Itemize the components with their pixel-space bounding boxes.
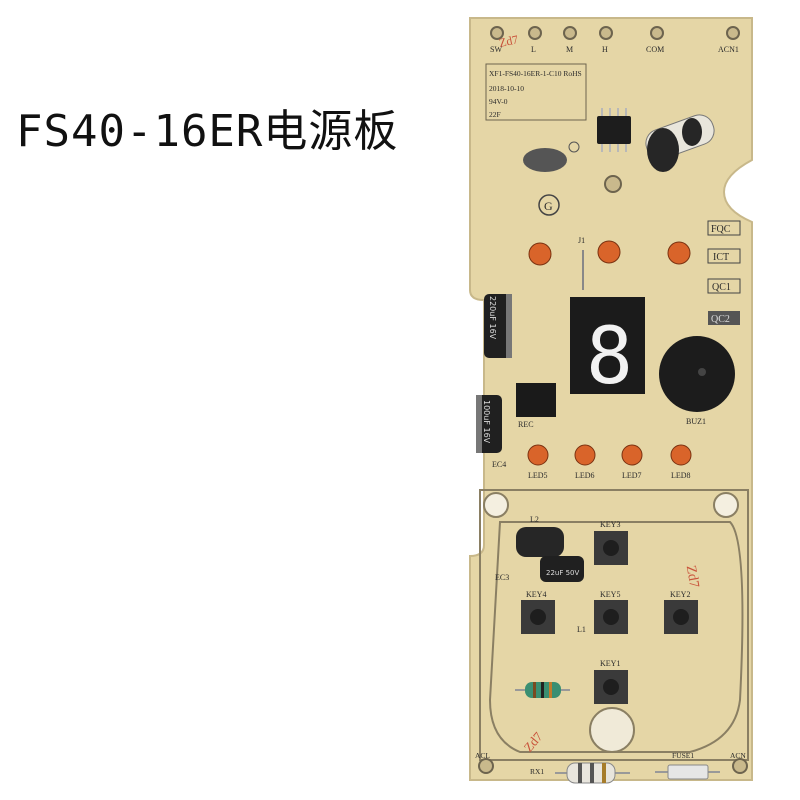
page-title: FS40-16ER电源板	[16, 106, 399, 157]
cap-100-label: 100uF 16V	[482, 400, 491, 444]
pin-label-sw: SW	[490, 45, 502, 54]
ec3-label: EC3	[495, 573, 509, 582]
label-qc2: QC2	[711, 314, 730, 325]
bottom-leds	[527, 444, 692, 466]
top-connector-pads	[490, 26, 740, 40]
pin-label-h: H	[602, 45, 608, 54]
pad-acl	[478, 758, 494, 774]
cap-22-label: 22uF 50V	[546, 569, 580, 577]
pad-acn	[732, 758, 748, 774]
acn-label: ACN	[730, 751, 746, 760]
part-number: XF1-FS40-16ER-1-C10 RoHS	[489, 69, 582, 78]
resistor-white	[555, 762, 630, 784]
led7-label: LED7	[622, 471, 642, 480]
brand-logo	[523, 148, 567, 172]
registered-mark	[568, 141, 580, 153]
pin-label-acn1: ACN1	[718, 45, 739, 54]
mount-hole-center	[589, 707, 635, 753]
jumper-label: J1	[578, 236, 585, 245]
display-digit: 8	[586, 312, 633, 402]
key3-label: KEY3	[600, 520, 620, 529]
label-ict: ICT	[713, 252, 729, 263]
ec4-label: EC4	[492, 460, 506, 469]
pin-label-l: L	[531, 45, 536, 54]
rx1-label: RX1	[530, 767, 544, 776]
inspection-stamp-right: Zd7	[683, 564, 702, 589]
board-rating: 94V-0	[489, 97, 508, 106]
board-code: 22F	[489, 110, 501, 119]
receiver-label: REC	[518, 420, 534, 429]
led6-label: LED6	[575, 471, 595, 480]
label-fqc: FQC	[711, 224, 731, 235]
fuse	[655, 764, 720, 780]
ir-receiver	[516, 383, 556, 417]
fuse-label: FUSE1	[672, 751, 694, 760]
inspection-stamp-top: Zd7	[498, 32, 520, 50]
top-leds	[528, 240, 691, 266]
mount-hole-right	[713, 492, 739, 518]
buzzer-label: BUZ1	[686, 417, 706, 426]
key5-label: KEY5	[600, 590, 620, 599]
key1-label: KEY1	[600, 659, 620, 668]
ground-mark	[538, 194, 560, 216]
capacitor-100uf: 100uF 16V	[476, 395, 502, 453]
board-date: 2018-10-10	[489, 84, 524, 93]
led8-label: LED8	[671, 471, 691, 480]
ic-chip	[597, 116, 631, 144]
pin-label-com: COM	[646, 45, 664, 54]
resistor-green	[515, 682, 570, 698]
cap-220-label: 220uF 16V	[488, 296, 497, 340]
inductor-top	[645, 114, 715, 172]
pin-label-m: M	[566, 45, 573, 54]
capacitor-22uf: 22uF 50V	[540, 556, 584, 582]
acl-label: ACL	[475, 751, 490, 760]
test-pad	[604, 175, 622, 193]
key2-label: KEY2	[670, 590, 690, 599]
capacitor-220uf: 220uF 16V	[484, 294, 512, 358]
key4-label: KEY4	[526, 590, 546, 599]
mount-hole-left	[483, 492, 509, 518]
l2-label: L2	[530, 515, 539, 524]
seven-segment-display	[570, 297, 645, 394]
ground-label: G	[544, 199, 553, 213]
buzzer	[659, 336, 735, 412]
inductor-l2	[516, 527, 564, 557]
keypad-outline	[479, 489, 749, 761]
led5-label: LED5	[528, 471, 548, 480]
label-qc1: QC1	[712, 282, 731, 293]
l1-label: L1	[577, 625, 586, 634]
key-buttons	[521, 531, 698, 704]
